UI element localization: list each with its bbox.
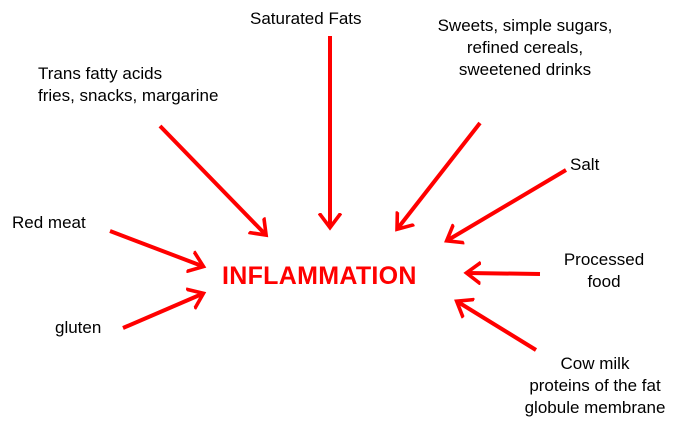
center-label: INFLAMMATION xyxy=(222,262,417,290)
label-red-meat: Red meat xyxy=(12,213,86,232)
label-salt: Salt xyxy=(570,155,600,174)
label-line: Sweets, simple sugars, xyxy=(437,16,613,35)
label-gluten: gluten xyxy=(55,318,102,337)
label-saturated-fats: Saturated Fats xyxy=(250,9,362,28)
label-line: Processed xyxy=(563,250,645,269)
label-line: sweetened drinks xyxy=(458,60,592,79)
arrow-sweets xyxy=(398,121,482,228)
label-line: food xyxy=(587,272,621,291)
arrow-salt xyxy=(448,168,568,240)
arrow-trans-fats xyxy=(158,124,265,234)
label-line: Cow milk xyxy=(560,354,630,373)
arrow-cow-milk xyxy=(458,302,538,352)
arrow-red-meat xyxy=(109,229,202,266)
label-line: fries, snacks, margarine xyxy=(38,86,219,105)
label-line: proteins of the fat xyxy=(529,376,661,395)
label-line: Trans fatty acids xyxy=(38,64,163,83)
label-trans-fats: Trans fatty acids fries, snacks, margari… xyxy=(38,63,218,107)
label-line: refined cereals, xyxy=(466,38,584,57)
label-sweets: Sweets, simple sugars, refined cereals, … xyxy=(420,15,630,81)
label-cow-milk: Cow milk proteins of the fat globule mem… xyxy=(510,353,680,419)
label-processed-food: Processed food xyxy=(550,249,658,293)
arrow-gluten xyxy=(122,294,202,330)
label-line: globule membrane xyxy=(524,398,666,417)
arrow-processed-food xyxy=(468,273,541,274)
